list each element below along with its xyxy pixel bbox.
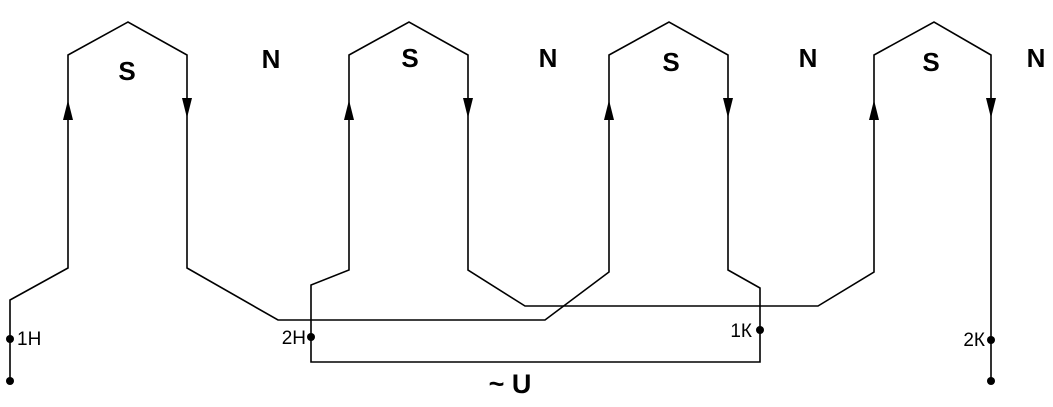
pole-label-s: S [118,56,135,86]
arrow-up-icon [604,100,614,120]
pole-label-n: N [1027,43,1046,73]
pole-label-s: S [662,47,679,77]
terminal-label-1k: 1К [730,321,752,342]
terminal-dot [987,336,995,344]
terminal-dot [6,377,14,385]
terminal-label-2h: 2Н [282,328,306,349]
arrow-up-icon [344,100,354,120]
pole-label-n: N [799,43,818,73]
terminal-dot [756,326,764,334]
arrow-down-icon [986,98,996,118]
pole-label-n: N [262,44,281,74]
pole-label-s: S [401,43,418,73]
supply-connection [310,330,761,363]
arrow-up-icon [869,100,879,120]
arrow-up-icon [63,100,73,120]
terminal-label-1h: 1Н [17,329,41,350]
winding-1-path [9,21,761,380]
arrow-down-icon [463,98,473,118]
winding-2-path [310,21,992,380]
terminal-dot [987,377,995,385]
arrow-down-icon [182,98,192,118]
arrow-down-icon [723,98,733,118]
terminal-dot [6,335,14,343]
supply-voltage-label: ~ U [489,369,532,399]
terminal-dot [307,333,315,341]
pole-label-s: S [922,47,939,77]
terminal-label-2k: 2К [963,330,985,351]
pole-label-n: N [539,43,558,73]
